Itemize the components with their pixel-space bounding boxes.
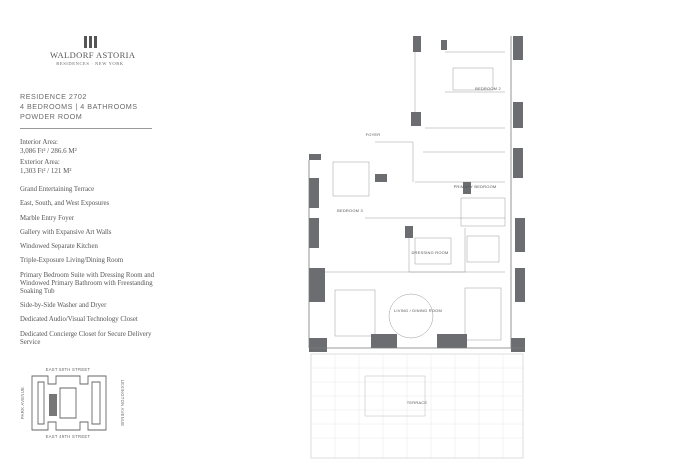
room-label-bedroom-3: BEDROOM 3 [337,208,363,213]
key-map-unit-highlight [49,394,57,416]
room-label-dressing-room: DRESSING ROOM [411,250,448,255]
room-label-living-dining: LIVING / DINING ROOM [394,308,442,313]
feature-list: Grand Entertaining Terrace East, South, … [20,186,160,353]
residence-rooms: 4 BEDROOMS | 4 BATHROOMS [20,102,138,111]
key-map-right-avenue: LEXINGTON AVENUE [120,380,125,427]
brand-name: WALDORF ASTORIA [50,50,136,60]
room-label-primary-bedroom: PRIMARY BEDROOM [454,184,497,189]
brand-subtitle: RESIDENCES · NEW YORK [56,61,124,66]
exterior-area-value: 1,303 Ft² / 121 M² [20,167,72,175]
feature-item: Gallery with Expansive Art Walls [20,228,112,236]
exterior-area-label: Exterior Area: [20,158,60,166]
residence-extra: POWDER ROOM [20,112,83,121]
key-map-top-street: EAST 50TH STREET [46,367,91,372]
room-label-bedroom-2: BEDROOM 2 [475,86,501,91]
interior-area: Interior Area: 3,086 Ft² / 286.6 M² [20,138,77,156]
terrace [310,353,524,459]
feature-item: Grand Entertaining Terrace [20,186,95,193]
feature-item: Windowed Separate Kitchen [20,243,98,251]
floor-plan: FOYER BEDROOM 2 PRIMARY BEDROOM DRESSING… [308,36,525,459]
logo-icon [82,36,98,48]
room-label-foyer: FOYER [366,132,381,137]
exterior-area: Exterior Area: 1,303 Ft² / 121 M² [20,158,71,176]
walls [309,36,525,352]
feature-item: Dedicated Concierge Closet for Secure De… [20,330,152,346]
interior-lines [325,38,506,341]
exterior-wall-line [308,36,525,349]
residence-title: RESIDENCE 2702 [20,92,87,101]
key-map: EAST 50TH STREET EAST 49TH STREET PARK A… [20,367,125,439]
feature-item: Dedicated Audio/Visual Technology Closet [20,316,138,324]
interior-area-value: 3,086 Ft² / 286.6 M² [20,147,77,155]
feature-item: Side-by-Side Washer and Dryer [20,302,107,310]
brand-logo: WALDORF ASTORIA RESIDENCES · NEW YORK [50,36,136,66]
feature-item: Triple-Exposure Living/Dining Room [20,257,124,265]
room-label-terrace: TERRACE [407,400,428,405]
interior-area-label: Interior Area: [20,138,58,146]
divider [20,128,152,129]
feature-item: East, South, and West Exposures [20,200,110,208]
key-map-left-avenue: PARK AVENUE [20,387,25,419]
feature-item: Marble Entry Foyer [20,214,74,222]
feature-item: Primary Bedroom Suite with Dressing Room… [20,271,155,295]
key-map-building-outline [31,375,107,431]
residence-title-block: RESIDENCE 2702 4 BEDROOMS | 4 BATHROOMS … [20,92,138,122]
key-map-bottom-street: EAST 49TH STREET [46,434,91,439]
